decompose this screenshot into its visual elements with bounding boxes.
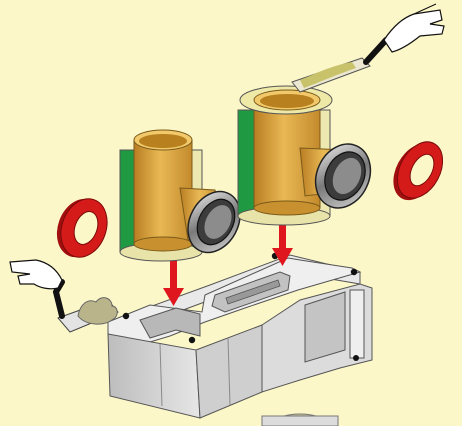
connection-sleeve-left: [49, 192, 115, 263]
hand-with-trowel-icon: [10, 260, 118, 332]
mortar-bed-bottom: [262, 414, 338, 426]
dowel-hole: [189, 337, 195, 343]
dowel-hole: [351, 269, 357, 275]
hand-with-trowel-icon: [292, 4, 444, 92]
connection-sleeve-right: [384, 134, 451, 208]
block-front-face: [108, 334, 200, 418]
block-right-rib: [350, 290, 364, 358]
dowel-hole: [353, 355, 359, 361]
dowel-hole: [123, 313, 129, 319]
chimney-block: [108, 253, 372, 418]
